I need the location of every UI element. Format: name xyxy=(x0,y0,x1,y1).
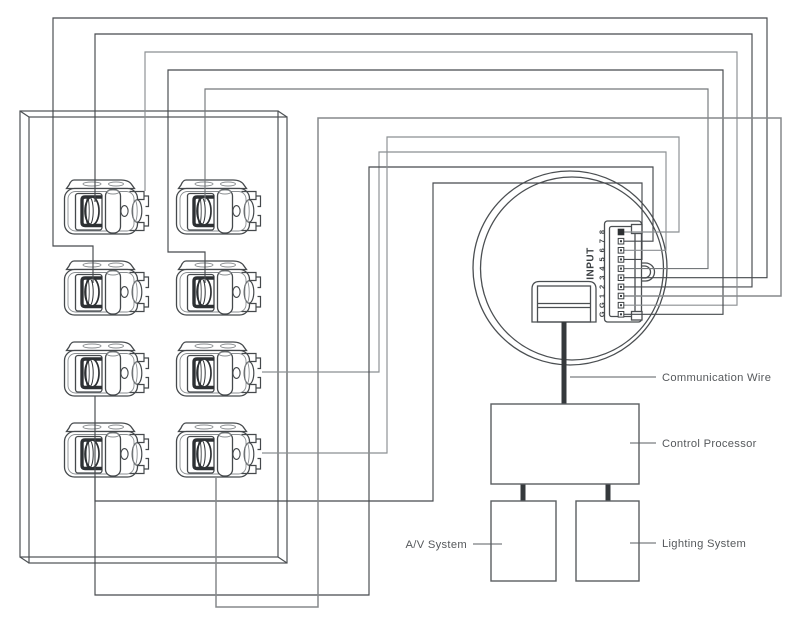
keypad-r1-c2 xyxy=(174,178,263,236)
input-port-label: INPUT xyxy=(586,247,597,280)
keypad-r4-c1 xyxy=(62,421,151,479)
av-system-label: A/V System xyxy=(406,539,467,551)
keypad-r1-c1 xyxy=(62,178,151,236)
keypad-r3-c2 xyxy=(174,340,263,398)
lighting-system-box xyxy=(575,500,640,582)
panel-front-face xyxy=(28,116,288,564)
wire xyxy=(204,88,709,270)
terminal-label-8: 8 xyxy=(598,230,607,234)
keypad-panel xyxy=(19,110,288,564)
keypad-r2-c1 xyxy=(62,259,151,317)
terminal-label-g1: G xyxy=(598,302,607,308)
panel-bevel-edges xyxy=(19,110,288,564)
av-system-box xyxy=(490,500,557,582)
keypad-grid xyxy=(62,178,263,479)
hub-outer-ring xyxy=(472,170,668,366)
terminal-label-4: 4 xyxy=(598,266,607,271)
lighting-system-label: Lighting System xyxy=(662,538,746,550)
terminal-contact-dot xyxy=(620,249,622,252)
terminal-label-6: 6 xyxy=(598,248,607,252)
terminal-label-3: 3 xyxy=(598,276,607,280)
terminal-contact-dot xyxy=(620,285,622,288)
system-boxes xyxy=(490,403,640,582)
terminal-contact-dot xyxy=(620,258,622,261)
terminal-contact-dot xyxy=(620,276,622,279)
terminal-contact-dot xyxy=(620,313,622,316)
annotations: Communication Wire Control Processor A/V… xyxy=(406,372,771,551)
wire xyxy=(144,51,738,306)
terminal-label-2: 2 xyxy=(598,285,607,289)
wire-harness xyxy=(52,17,782,608)
terminal-contact-dot xyxy=(620,295,622,297)
keypad-r4-c2 xyxy=(174,421,263,479)
control-processor-label: Control Processor xyxy=(662,438,757,450)
terminal-contact-dot xyxy=(620,267,622,270)
wire xyxy=(94,33,753,288)
terminal-contact-dot xyxy=(620,240,622,243)
terminal-contact-dot xyxy=(620,304,622,307)
keypad-r2-c2 xyxy=(174,259,263,317)
wire xyxy=(52,17,768,283)
terminal-label-1: 1 xyxy=(598,294,607,298)
wire xyxy=(262,151,667,373)
cables xyxy=(520,322,611,502)
wire xyxy=(167,69,724,315)
control-processor-box xyxy=(490,403,640,485)
hub-device xyxy=(472,170,668,366)
terminal-block-key-bottom xyxy=(630,310,643,321)
terminal-label-7: 7 xyxy=(598,239,607,243)
wire xyxy=(262,136,680,454)
keypad-r3-c1 xyxy=(62,340,151,398)
cable-housing-divider xyxy=(537,302,591,309)
terminal-label-g2: G xyxy=(598,311,607,317)
communication-wire-label: Communication Wire xyxy=(662,372,771,384)
hub-clip-tab xyxy=(640,262,656,282)
terminal-label-5: 5 xyxy=(598,257,607,261)
terminal-strip: 8 7 6 5 4 3 2 1 G G INPUT xyxy=(586,228,625,318)
cable-housing xyxy=(531,280,597,323)
panel-back-face xyxy=(19,110,279,558)
terminal-8 xyxy=(617,228,625,236)
wire xyxy=(94,166,654,596)
wire xyxy=(215,117,782,608)
